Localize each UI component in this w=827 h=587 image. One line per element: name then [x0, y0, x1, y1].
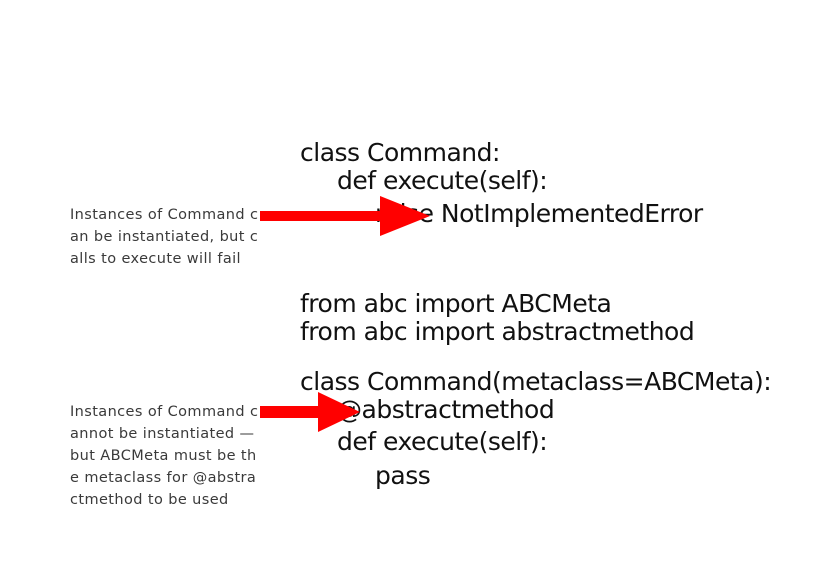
code-line-def-execute-2: def execute(self): [337, 427, 548, 456]
code-line-import-abstractmethod: from abc import abstractmethod [300, 317, 695, 346]
code-line-import-abcmeta: from abc import ABCMeta [300, 289, 612, 318]
arrow-2 [260, 392, 360, 432]
annotation-note-2: Instances of Command cannot be instantia… [70, 404, 259, 508]
arrow-1-shape [260, 196, 430, 236]
annotation-note-1: Instances of Command can be instantiated… [70, 207, 259, 267]
code-line-pass: pass [375, 461, 431, 490]
code-line-raise: raise NotImplementedError [375, 199, 703, 228]
arrow-2-shape [260, 392, 360, 432]
code-line-class-command-metaclass: class Command(metaclass=ABCMeta): [300, 367, 772, 396]
arrow-1 [260, 196, 430, 236]
code-line-def-execute: def execute(self): [337, 166, 548, 195]
code-line-class-command: class Command: [300, 138, 500, 167]
code-line-abstractmethod-decorator: @abstractmethod [337, 395, 555, 424]
